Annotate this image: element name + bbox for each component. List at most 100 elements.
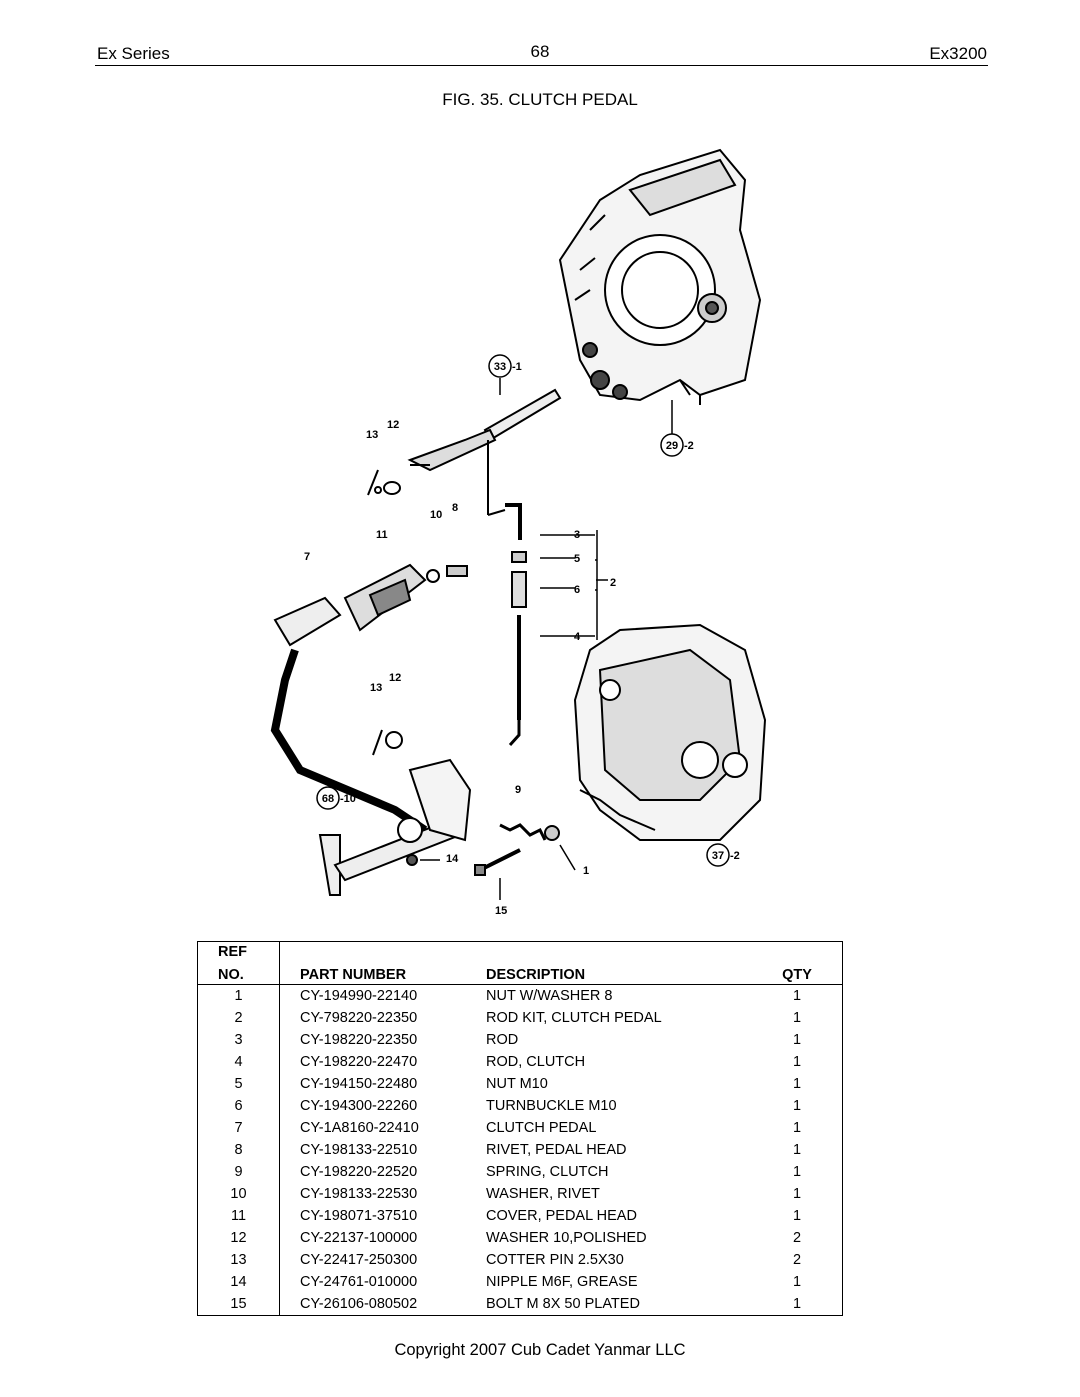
clutch-pedal-diagram: 33 -1 29 -2 68 -10 37 -2 13 12 11 10 8 7: [190, 115, 890, 930]
cotter-pin-lower-illustration: [372, 729, 403, 756]
header-description: DESCRIPTION: [466, 962, 752, 985]
description-cell: ROD KIT, CLUTCH PEDAL: [486, 1010, 662, 1026]
rod-assembly-illustration: [505, 503, 598, 747]
description-cell: NUT M10: [486, 1076, 548, 1092]
label-12-lower: 12: [389, 672, 401, 684]
ref-no-cell: 2: [197, 1007, 280, 1029]
part-number-cell: CY-198220-22470: [300, 1054, 418, 1070]
part-number-cell: CY-198071-37510: [300, 1208, 418, 1224]
callout-29-2: 29 -2: [660, 400, 694, 457]
qty-cell: 1: [792, 1098, 802, 1114]
cotter-pin-upper-illustration: [367, 469, 401, 496]
table-header-row-top: REF: [197, 941, 843, 962]
qty-cell: 1: [792, 1010, 802, 1026]
part-number-cell: CY-198133-22510: [300, 1142, 418, 1158]
ref-no-cell: 7: [197, 1117, 280, 1139]
pedal-arm-illustration: [270, 648, 472, 896]
qty-cell: 1: [792, 988, 802, 1004]
callout-68-suffix: -10: [340, 793, 356, 805]
description-cell: NIPPLE M6F, GREASE: [486, 1274, 638, 1290]
label-15: 15: [495, 905, 507, 917]
label-4: 4: [574, 631, 581, 643]
label-1: 1: [583, 865, 589, 877]
ref-no-cell: 11: [197, 1205, 280, 1227]
callout-29-label: 29: [666, 440, 678, 452]
qty-cell: 1: [792, 1054, 802, 1070]
callout-37-2: 37 -2: [706, 843, 740, 867]
table-row: 4 CY-198220-22470 ROD, CLUTCH 1: [197, 1051, 843, 1073]
label-11: 11: [376, 529, 388, 541]
ref-no-cell: 14: [197, 1271, 280, 1293]
callout-33-suffix: -1: [512, 361, 522, 373]
callout-33-label: 33: [494, 361, 506, 373]
clutch-housing-illustration: [558, 148, 762, 405]
description-cell: CLUTCH PEDAL: [486, 1120, 597, 1136]
header-ref-top: REF: [197, 941, 280, 962]
callout-68-label: 68: [322, 793, 334, 805]
copyright-footer: Copyright 2007 Cub Cadet Yanmar LLC: [394, 1341, 686, 1359]
part-number-cell: CY-198220-22520: [300, 1164, 418, 1180]
table-header-row: NO. PART NUMBER DESCRIPTION QTY: [197, 962, 843, 985]
qty-cell: 2: [792, 1230, 802, 1246]
qty-cell: 1: [792, 1274, 802, 1290]
callout-37-suffix: -2: [730, 850, 740, 862]
ref-no-cell: 4: [197, 1051, 280, 1073]
cross-shaft-illustration: [407, 388, 562, 516]
callout-29-suffix: -2: [684, 440, 694, 452]
ref-no-cell: 6: [197, 1095, 280, 1117]
qty-cell: 1: [792, 1296, 802, 1312]
ref-no-cell: 9: [197, 1161, 280, 1183]
description-cell: BOLT M 8X 50 PLATED: [486, 1296, 640, 1312]
part-number-cell: CY-198133-22530: [300, 1186, 418, 1202]
part-number-cell: CY-22137-100000: [300, 1230, 418, 1246]
label-3: 3: [574, 529, 580, 541]
header-ref-no: NO.: [197, 962, 280, 985]
description-cell: ROD, CLUTCH: [486, 1054, 586, 1070]
part-number-labels: 13 12 11 10 8 7 3 5 6 4 2 13 12 9 1 14 1…: [304, 419, 616, 917]
label-13-lower: 13: [370, 682, 382, 694]
description-cell: COTTER PIN 2.5X30: [486, 1252, 624, 1268]
table-row: 5 CY-194150-22480 NUT M10 1: [197, 1073, 843, 1095]
header-model: Ex3200: [929, 44, 987, 63]
part-number-cell: CY-194990-22140: [300, 988, 418, 1004]
qty-cell: 1: [792, 1076, 802, 1092]
label-6: 6: [574, 584, 580, 596]
transmission-case-illustration: [573, 623, 767, 841]
ref-no-cell: 5: [197, 1073, 280, 1095]
callout-37-label: 37: [712, 850, 724, 862]
header-qty: QTY: [752, 962, 843, 985]
ref-no-cell: 8: [197, 1139, 280, 1161]
ref-no-cell: 10: [197, 1183, 280, 1205]
label-8: 8: [452, 502, 458, 514]
header-series: Ex Series: [97, 44, 170, 63]
header-rule: [95, 65, 988, 66]
part-number-cell: CY-26106-080502: [300, 1296, 418, 1312]
part-number-cell: CY-194150-22480: [300, 1076, 418, 1092]
label-2: 2: [610, 577, 616, 589]
qty-cell: 1: [792, 1120, 802, 1136]
ref-no-cell: 13: [197, 1249, 280, 1271]
ref-no-cell: 3: [197, 1029, 280, 1051]
label-5: 5: [574, 553, 580, 565]
callout-33-1: 33 -1: [488, 354, 522, 395]
label-10: 10: [430, 509, 442, 521]
callout-68-10: 68 -10: [316, 786, 356, 810]
label-12-upper: 12: [387, 419, 399, 431]
qty-cell: 1: [792, 1032, 802, 1048]
part-number-cell: CY-798220-22350: [300, 1010, 418, 1026]
qty-cell: 2: [792, 1252, 802, 1268]
pedal-head-illustration: [273, 563, 468, 647]
description-cell: WASHER 10,POLISHED: [486, 1230, 647, 1246]
label-14: 14: [446, 853, 459, 865]
